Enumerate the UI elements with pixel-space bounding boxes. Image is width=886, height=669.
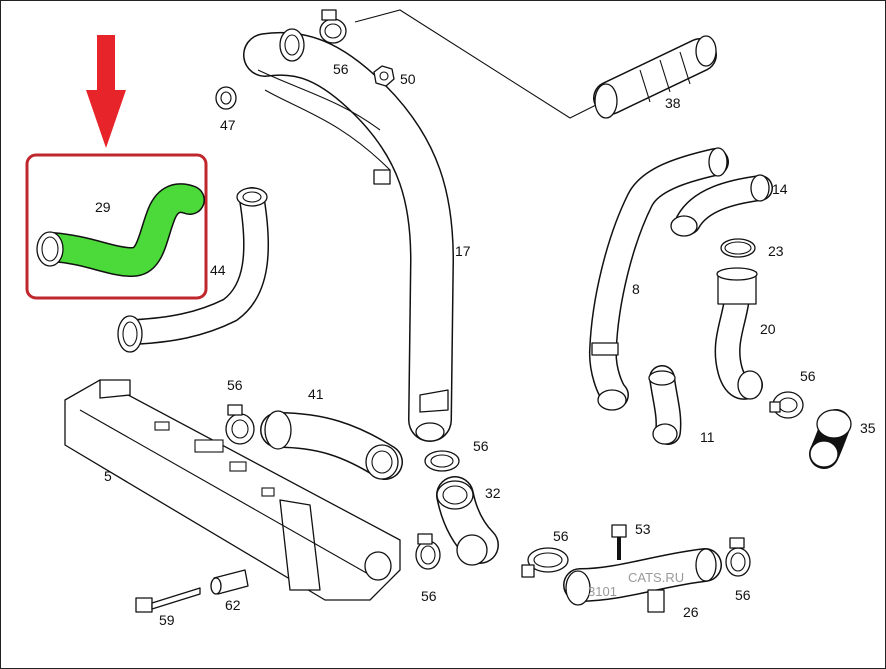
part-labels: 56 50 38 47 17 29 44 14 23 8 20 56 41 56… — [95, 61, 876, 628]
part-label: 41 — [308, 386, 324, 402]
part-56-clamp[interactable] — [319, 9, 347, 44]
part-17-tube[interactable] — [243, 28, 454, 442]
part-32-elbow[interactable] — [436, 476, 499, 566]
part-label: 56 — [421, 588, 437, 604]
highlight-arrow — [86, 35, 126, 148]
part-50-nut[interactable] — [373, 65, 395, 87]
part-56-clamp[interactable] — [424, 450, 460, 472]
watermark-text: CATS.RU — [628, 570, 684, 585]
part-label: 20 — [760, 321, 776, 337]
part-label: 44 — [210, 262, 226, 278]
part-14-elbow[interactable] — [670, 174, 773, 237]
part-8-hose[interactable] — [588, 147, 729, 411]
part-59-bolt[interactable] — [135, 587, 201, 613]
part-label: 62 — [225, 597, 241, 613]
part-label: 47 — [220, 117, 236, 133]
part-11-elbow[interactable] — [648, 365, 682, 445]
part-label: 53 — [635, 521, 651, 537]
part-41-hose[interactable] — [260, 410, 403, 480]
part-35-elbow[interactable] — [809, 409, 852, 469]
part-62-sleeve[interactable] — [210, 569, 249, 595]
part-label: 14 — [772, 181, 788, 197]
part-56-clamp[interactable] — [225, 404, 255, 445]
part-5-intercooler[interactable] — [64, 379, 401, 601]
part-label: 50 — [400, 71, 416, 87]
part-label: 35 — [860, 420, 876, 436]
part-label: 11 — [700, 429, 715, 445]
part-53-bolt[interactable] — [611, 524, 627, 560]
part-23-oring[interactable] — [720, 238, 756, 258]
watermark-code: 3101 — [588, 584, 617, 599]
part-47-grommet[interactable] — [215, 86, 237, 110]
part-label: 23 — [768, 243, 784, 259]
part-label: 38 — [665, 95, 681, 111]
part-label: 56 — [800, 368, 816, 384]
part-20-hose[interactable] — [714, 267, 763, 400]
part-56-clamp[interactable] — [769, 391, 804, 419]
part-26-pipe[interactable] — [563, 548, 722, 613]
part-44-hose[interactable] — [117, 187, 270, 353]
part-label: 56 — [735, 587, 751, 603]
part-56-clamp[interactable] — [725, 537, 751, 577]
part-label: 59 — [159, 612, 175, 628]
part-38-pipe[interactable] — [593, 35, 717, 119]
part-label: 26 — [683, 604, 699, 620]
leader-line — [354, 9, 611, 119]
part-29-hose[interactable] — [36, 183, 205, 278]
part-label: 32 — [485, 485, 501, 501]
part-label: 8 — [632, 281, 640, 297]
part-label: 56 — [333, 61, 349, 77]
part-label: 17 — [455, 243, 471, 259]
highlight-box — [25, 153, 208, 300]
part-56-clamp[interactable] — [415, 533, 441, 570]
part-label: 56 — [553, 528, 569, 544]
part-label: 56 — [473, 438, 489, 454]
part-label: 56 — [227, 377, 243, 393]
part-label-29: 29 — [95, 199, 111, 215]
part-56-clamp[interactable] — [521, 547, 569, 578]
part-label: 5 — [104, 468, 112, 484]
